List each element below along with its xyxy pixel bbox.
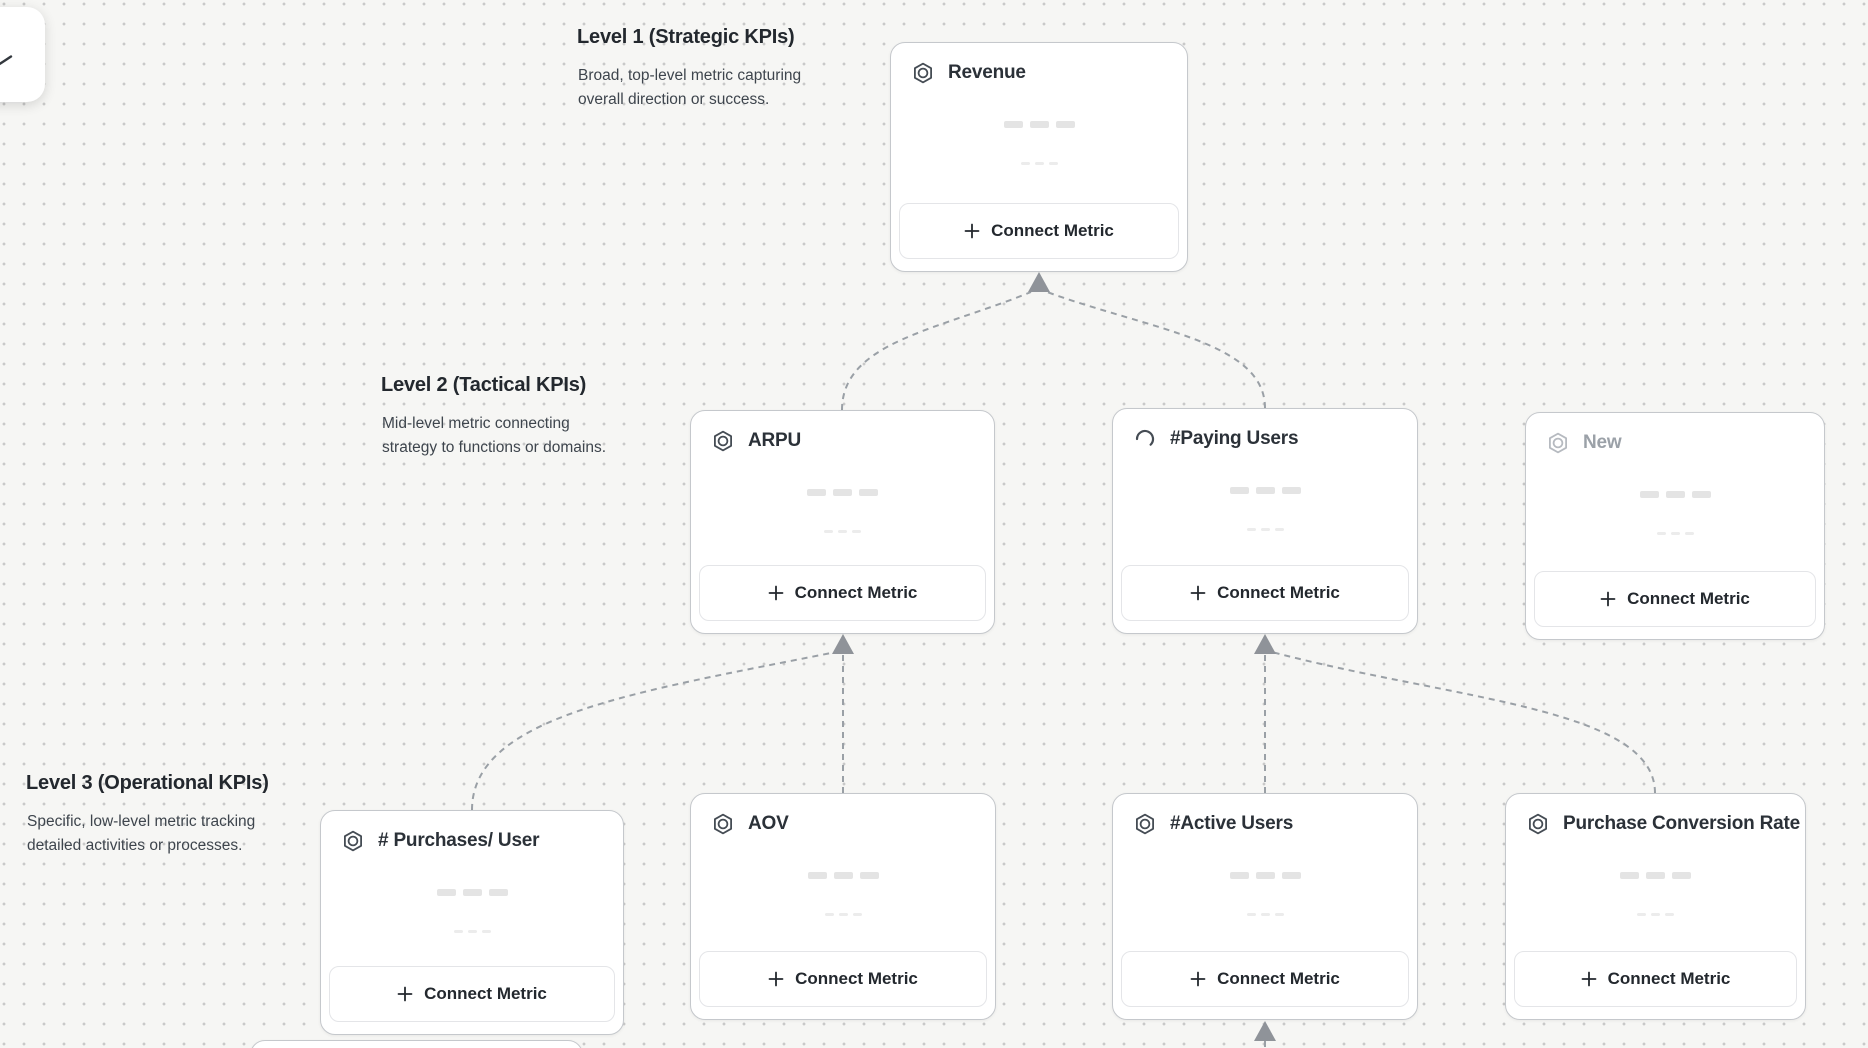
metric-card-title: #Active Users — [1170, 813, 1294, 834]
connect-metric-button[interactable]: Connect Metric — [1121, 565, 1409, 621]
metric-card-revenue[interactable]: Revenue Connect Metric — [890, 42, 1188, 272]
connect-metric-label: Connect Metric — [1217, 583, 1340, 602]
connector-purchases-to-arpu — [471, 651, 837, 811]
metric-card-aov[interactable]: AOV Connect Metric — [690, 793, 996, 1020]
arrowhead-payingusers — [1254, 634, 1276, 654]
skeleton-pills — [321, 889, 623, 896]
level-1-description: Broad, top-level metric capturing overal… — [578, 64, 801, 112]
card-header: ARPU — [711, 429, 980, 453]
connect-metric-button[interactable]: Connect Metric — [1121, 951, 1409, 1007]
card-header: #Paying Users — [1133, 427, 1403, 451]
arrowhead-revenue — [1028, 272, 1050, 292]
skeleton-dashes — [891, 162, 1187, 165]
card-header: #Active Users — [1133, 812, 1403, 836]
metric-card-partial-bottom[interactable] — [250, 1040, 583, 1048]
metric-card-title: Purchase Conversion Rate — [1563, 813, 1801, 834]
plus-icon — [1600, 591, 1616, 607]
skeleton-pills — [1506, 872, 1805, 879]
skeleton-dashes — [691, 913, 995, 916]
hexagon-metric-icon — [711, 429, 735, 453]
cursor-icon — [0, 55, 13, 66]
connect-metric-label: Connect Metric — [991, 221, 1114, 240]
connector-conversionrate-to-payingusers — [1271, 651, 1656, 794]
connect-metric-label: Connect Metric — [1607, 969, 1731, 988]
skeleton-pills — [1113, 487, 1417, 494]
plus-icon — [1190, 971, 1206, 987]
connect-metric-button[interactable]: Connect Metric — [329, 966, 615, 1022]
hexagon-metric-icon — [341, 829, 365, 853]
skeleton-dashes — [691, 530, 994, 533]
level-2-description-line1: Mid-level metric connecting — [382, 415, 570, 432]
metric-card-active-users[interactable]: #Active Users Connect Metric — [1112, 793, 1418, 1020]
level-3-description-line2: detailed activities or processes. — [27, 837, 243, 854]
level-3-description: Specific, low-level metric tracking deta… — [27, 810, 255, 858]
connector-arpu-to-revenue — [841, 291, 1032, 411]
connect-metric-button[interactable]: Connect Metric — [699, 565, 986, 621]
hexagon-metric-icon — [911, 61, 935, 85]
skeleton-dashes — [1113, 913, 1417, 916]
card-header: Purchase Conversion Rate — [1526, 812, 1800, 836]
connector-payingusers-to-revenue — [1046, 291, 1266, 409]
plus-icon — [768, 971, 784, 987]
skeleton-pills — [1526, 491, 1824, 498]
hexagon-metric-icon — [1133, 812, 1157, 836]
connect-metric-label: Connect Metric — [424, 984, 547, 1003]
skeleton-dashes — [1526, 532, 1824, 535]
metric-card-title: #Paying Users — [1170, 428, 1299, 449]
connect-metric-button[interactable]: Connect Metric — [1514, 951, 1797, 1007]
metric-card-title: AOV — [748, 813, 789, 834]
hexagon-metric-icon — [1526, 812, 1550, 836]
plus-icon — [964, 223, 980, 239]
metric-card-title: # Purchases/ User — [378, 830, 540, 851]
skeleton-dashes — [1113, 528, 1417, 531]
plus-icon — [397, 986, 413, 1002]
level-1-title: Level 1 (Strategic KPIs) — [577, 26, 795, 48]
card-header: New — [1546, 431, 1810, 455]
plus-icon — [1190, 585, 1206, 601]
metric-card-title: ARPU — [748, 430, 802, 451]
metric-card-title: Revenue — [948, 62, 1026, 83]
metric-card-paying-users[interactable]: #Paying Users Connect Metric — [1112, 408, 1418, 634]
skeleton-dashes — [321, 930, 623, 933]
connect-metric-button[interactable]: Connect Metric — [1534, 571, 1816, 627]
connect-metric-label: Connect Metric — [795, 969, 918, 988]
metric-card-title: New — [1583, 432, 1622, 453]
level-1-description-line1: Broad, top-level metric capturing — [578, 67, 802, 84]
level-3-description-line1: Specific, low-level metric tracking — [27, 813, 256, 830]
arrowhead-activeusers — [1254, 1021, 1276, 1041]
metric-card-new[interactable]: New Connect Metric — [1525, 412, 1825, 640]
level-3-title: Level 3 (Operational KPIs) — [26, 772, 269, 794]
card-header: # Purchases/ User — [341, 829, 609, 853]
floating-toolbar[interactable] — [0, 7, 45, 102]
skeleton-pills — [891, 121, 1187, 128]
plus-icon — [1581, 971, 1597, 987]
skeleton-pills — [691, 872, 995, 879]
connect-metric-button[interactable]: Connect Metric — [699, 951, 987, 1007]
skeleton-pills — [1113, 872, 1417, 879]
connect-metric-button[interactable]: Connect Metric — [899, 203, 1179, 259]
arrowhead-arpu — [832, 634, 854, 654]
plus-icon — [768, 585, 784, 601]
card-header: Revenue — [911, 61, 1173, 85]
spinner-icon — [1133, 427, 1157, 451]
connect-metric-label: Connect Metric — [1217, 969, 1340, 988]
card-header: AOV — [711, 812, 981, 836]
level-2-description-line2: strategy to functions or domains. — [382, 439, 607, 456]
skeleton-pills — [691, 489, 994, 496]
skeleton-dashes — [1506, 913, 1805, 916]
connect-metric-label: Connect Metric — [1627, 589, 1750, 608]
metric-card-purchase-conversion-rate[interactable]: Purchase Conversion Rate Connect Metric — [1505, 793, 1806, 1020]
metric-card-arpu[interactable]: ARPU Connect Metric — [690, 410, 995, 634]
level-2-description: Mid-level metric connecting strategy to … — [382, 412, 606, 460]
hexagon-metric-icon — [1546, 431, 1570, 455]
level-2-title: Level 2 (Tactical KPIs) — [381, 374, 587, 396]
hexagon-metric-icon — [711, 812, 735, 836]
metric-card-purchases-per-user[interactable]: # Purchases/ User Connect Metric — [320, 810, 624, 1035]
level-1-description-line2: overall direction or success. — [578, 91, 770, 108]
connect-metric-label: Connect Metric — [794, 583, 918, 602]
